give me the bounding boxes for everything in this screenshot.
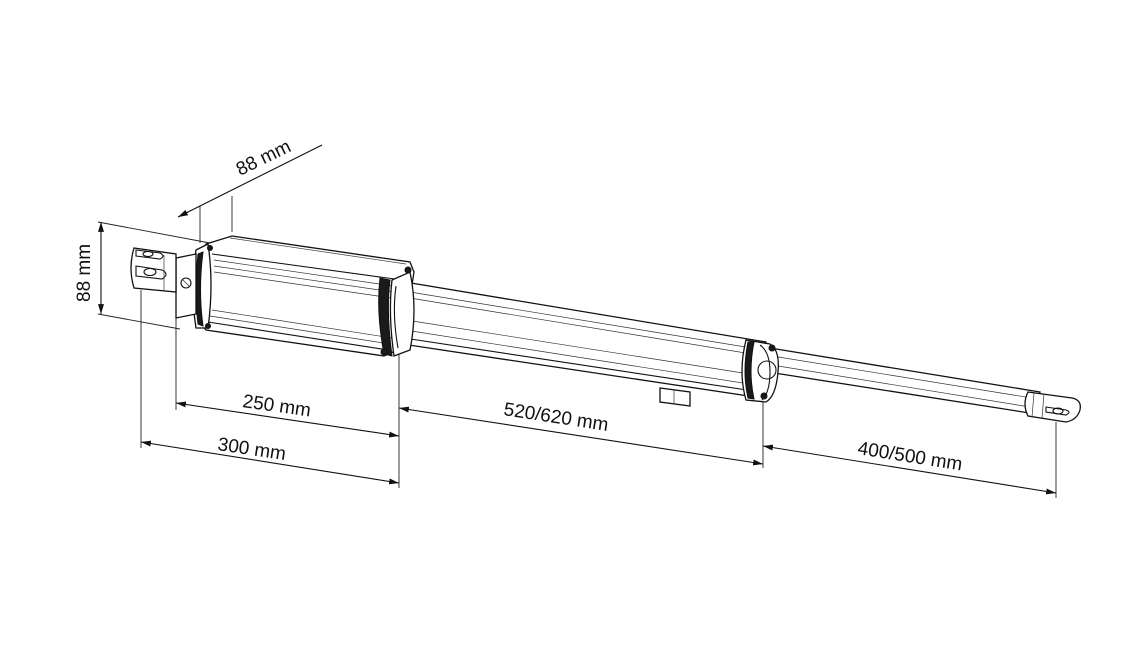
rod-end-clevis [1024,391,1081,423]
rear-clevis [130,247,177,293]
dim-line-width-top [177,144,323,218]
actuator [130,235,1081,423]
dim-line-tube [398,406,764,466]
dim-line-total-body [140,440,400,485]
label-tube-length: 520/620 mm [502,399,610,436]
piston-rod [767,347,1041,415]
dimension-lines [98,144,1057,495]
label-motor-length: 250 mm [241,391,312,421]
dim-line-stroke [762,444,1057,495]
rear-bracket [175,253,197,319]
dim-line-motor [175,401,400,438]
label-total-body: 300 mm [216,434,287,465]
label-height-left: 88 mm [74,244,95,302]
motor-flange [378,266,415,357]
tube-end-cap [741,339,779,403]
outer-tube [401,281,767,399]
connector-block [659,387,691,407]
